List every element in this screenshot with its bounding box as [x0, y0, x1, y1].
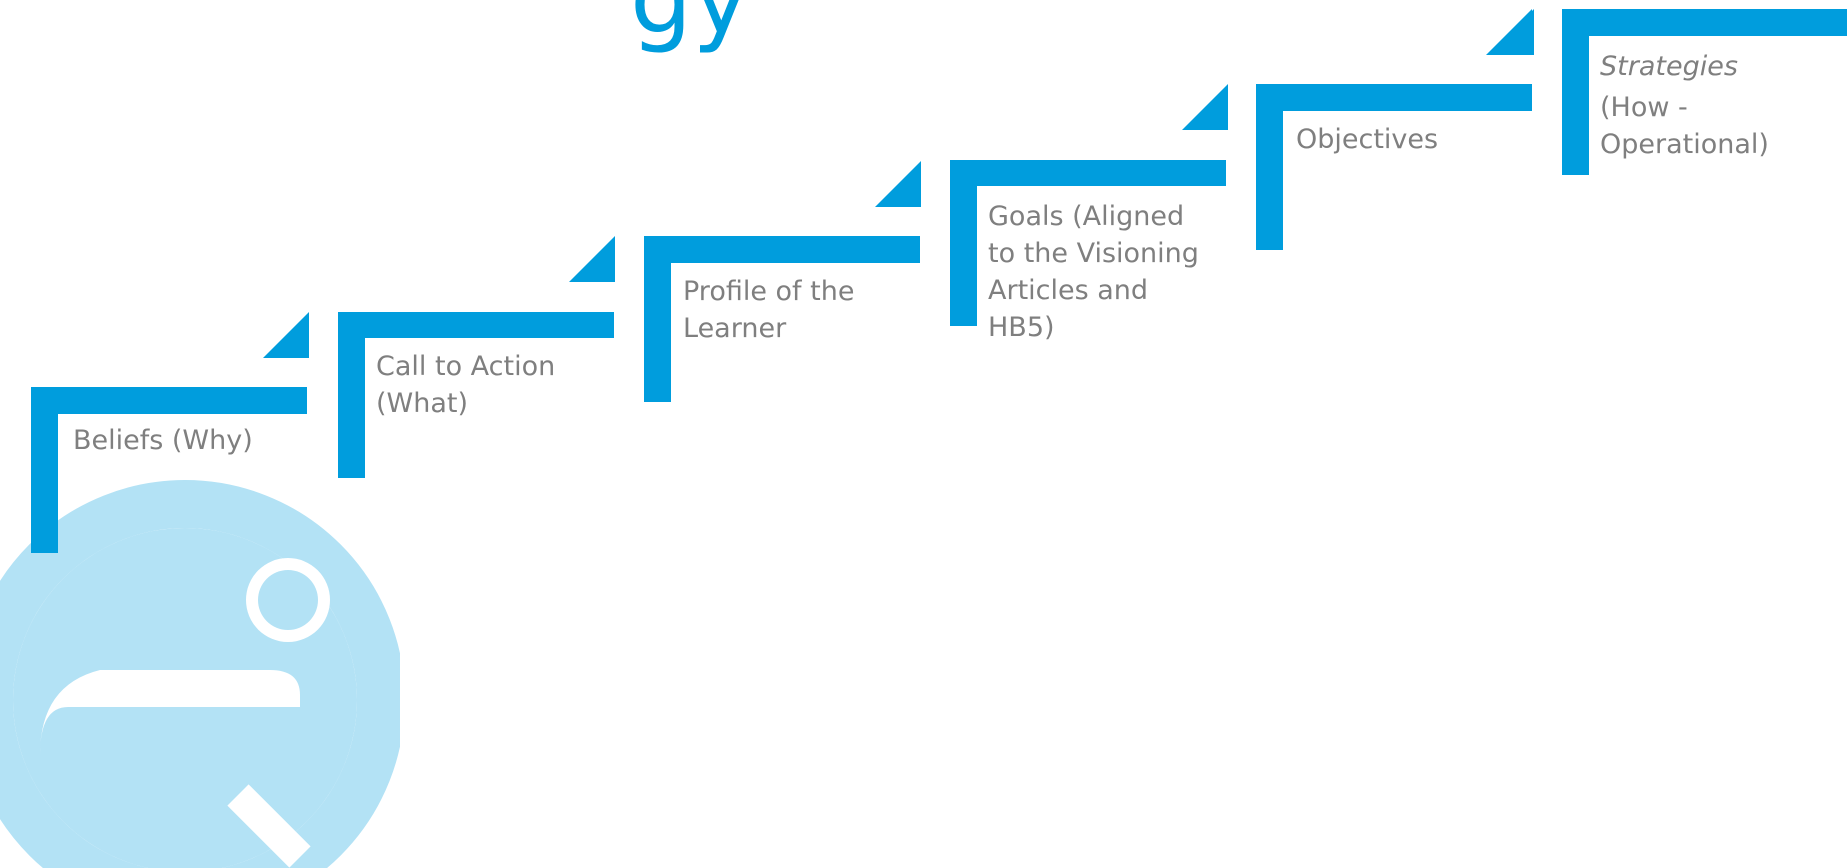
step-corner-triangle: [263, 312, 309, 358]
step-bar: [31, 387, 307, 414]
step-text: Profile of the Learner: [683, 273, 854, 347]
step-text: Call to Action (What): [376, 348, 555, 422]
logo-watermark-icon: [0, 480, 400, 868]
step-text: Objectives: [1296, 121, 1438, 158]
logo-ring: [0, 480, 400, 868]
step-post: [1562, 9, 1589, 175]
step-bar: [644, 236, 920, 263]
step-objectives: Objectives: [1256, 9, 1586, 344]
step-corner-triangle: [1182, 84, 1228, 130]
step-bar: [950, 160, 1226, 186]
step-label: Profile of the Learner: [683, 276, 855, 344]
step-corner-triangle: [569, 236, 615, 282]
step-bar: [1562, 9, 1847, 36]
step-label: Goals (Aligned to the Visioning Articles…: [988, 201, 1199, 343]
step-sublabel: (How - Operational): [1600, 92, 1769, 160]
step-label: Objectives: [1296, 124, 1439, 155]
step-beliefs: Beliefs (Why): [31, 312, 361, 647]
step-call-to-action: Call to Action (What): [338, 236, 668, 572]
step-label: Beliefs (Why): [73, 425, 253, 456]
step-label: Call to Action (What): [376, 351, 556, 419]
step-post: [644, 236, 671, 402]
step-post: [31, 387, 58, 553]
step-bar: [1256, 84, 1532, 111]
step-corner-triangle: [875, 161, 921, 207]
logo-dot-fill: [258, 570, 318, 630]
step-bar: [338, 312, 614, 338]
step-text: Goals (Aligned to the Visioning Articles…: [988, 198, 1199, 346]
step-corner-triangle: [1486, 9, 1532, 55]
step-goals: Goals (Aligned to the Visioning Articles…: [950, 84, 1280, 420]
step-post: [338, 312, 365, 478]
step-label: Strategies: [1600, 51, 1738, 82]
slide-title-fragment: gy: [630, 0, 750, 48]
step-post: [1256, 84, 1283, 250]
step-post: [950, 160, 977, 326]
logo-tail-cut: [227, 784, 311, 868]
step-text: Strategies (How - Operational): [1600, 48, 1769, 163]
step-profile-of-the-learner: Profile of the Learner: [644, 161, 974, 496]
step-strategies: Strategies (How - Operational): [1486, 9, 1847, 269]
logo-cutout: [40, 670, 300, 755]
step-text: Beliefs (Why): [73, 422, 253, 459]
